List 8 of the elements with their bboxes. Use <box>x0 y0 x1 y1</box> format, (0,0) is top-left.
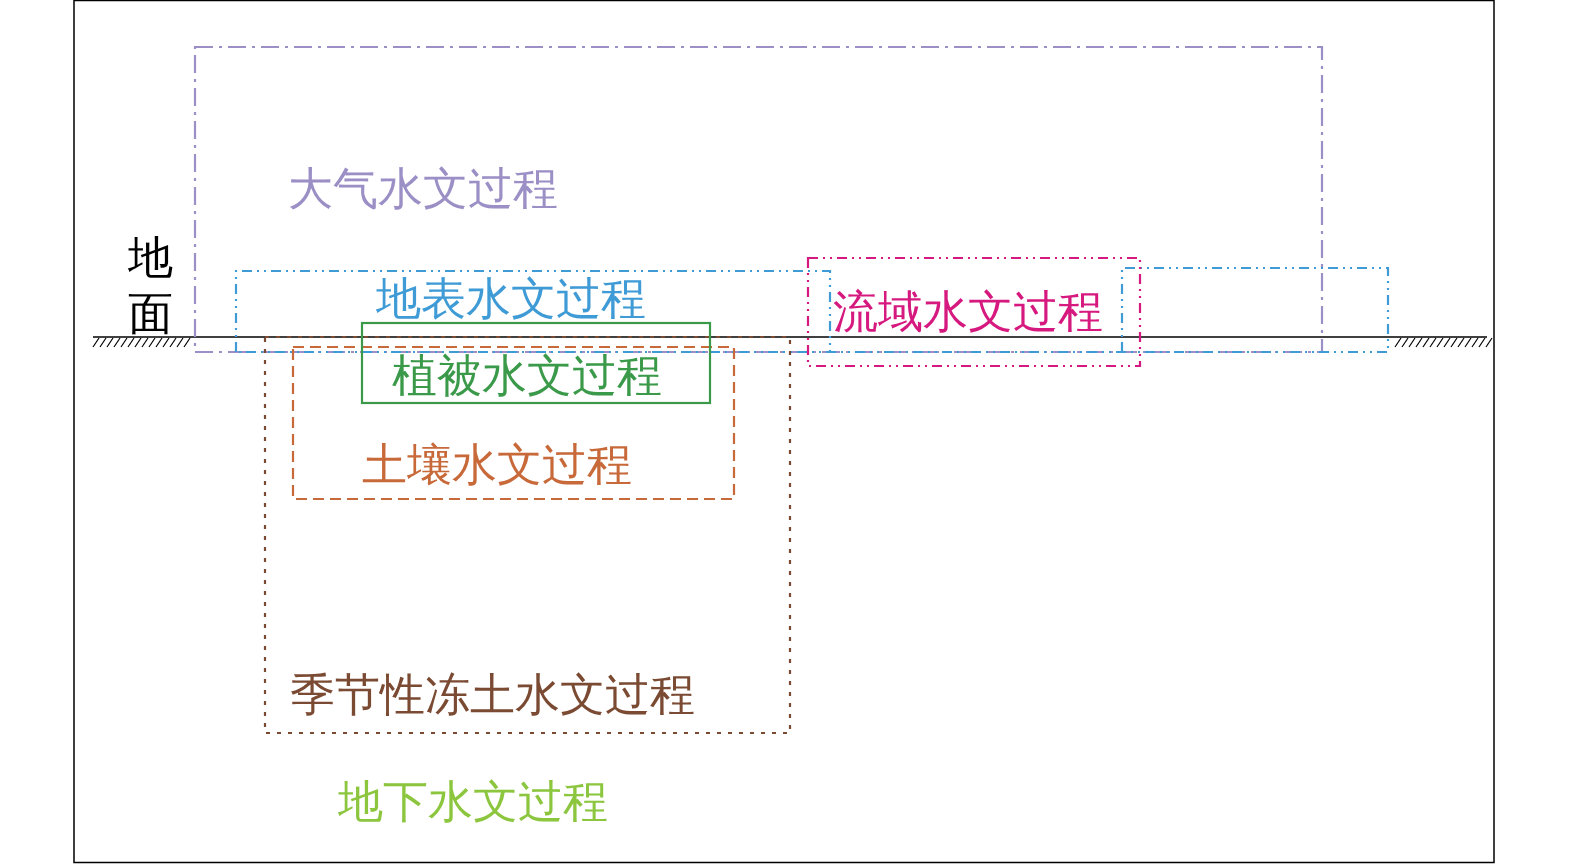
dashed-box <box>293 347 734 499</box>
process-label: 大气水文过程 <box>288 167 558 212</box>
process-label: 土壤水文过程 <box>362 443 632 488</box>
process-label: 季节性冻土水文过程 <box>290 673 695 718</box>
region-label: 地下水文过程 <box>338 780 608 825</box>
dashed-box <box>265 337 790 733</box>
ground-label: 地面 <box>128 232 173 342</box>
process-label: 植被水文过程 <box>392 354 662 399</box>
